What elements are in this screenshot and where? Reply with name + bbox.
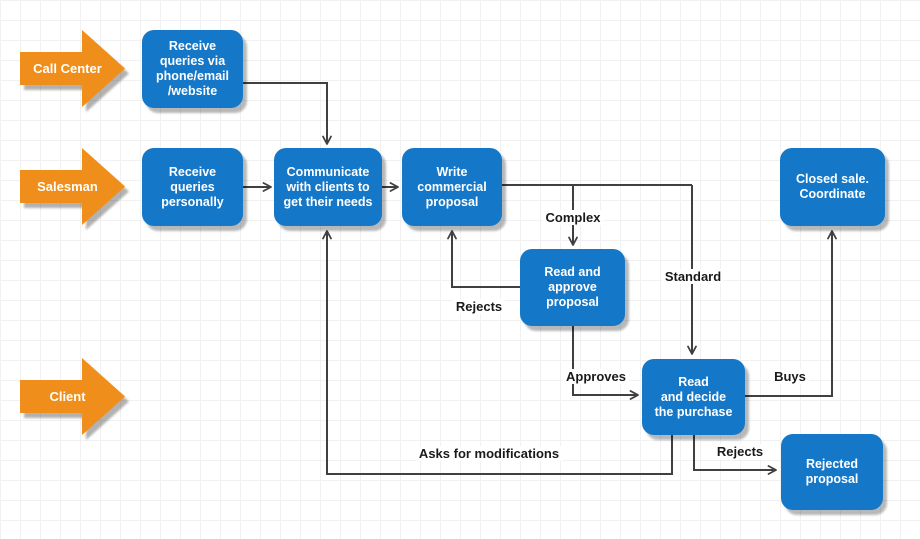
node-write-commercial-proposal: Write commercial proposal bbox=[402, 148, 502, 226]
lane-arrow-call-center: Call Center bbox=[20, 30, 125, 107]
connector-rejects-approval bbox=[447, 230, 520, 288]
orange-arrow-shape bbox=[20, 148, 125, 225]
node-communicate-with-clients: Communicate with clients to get their ne… bbox=[274, 148, 382, 226]
node-read-and-decide-purchase: Read and decide the purchase bbox=[642, 359, 745, 435]
lane-arrow-salesman: Salesman bbox=[20, 148, 125, 225]
edge-label-approves: Approves bbox=[563, 369, 629, 384]
connector-rejects-purchase bbox=[693, 435, 777, 475]
orange-arrow-shape bbox=[20, 358, 125, 435]
connector-asks-for-modifications bbox=[322, 230, 673, 475]
node-receive-queries-web: Receive queries via phone/email /website bbox=[142, 30, 243, 108]
lane-arrow-client: Client bbox=[20, 358, 125, 435]
edge-label-standard: Standard bbox=[661, 269, 725, 284]
lane-label-salesman: Salesman bbox=[37, 179, 98, 194]
edge-label-buys: Buys bbox=[771, 369, 809, 384]
connector-approves bbox=[572, 326, 639, 400]
edge-label-rejects-approval: Rejects bbox=[452, 299, 506, 314]
edge-label-rejects-purchase: Rejects bbox=[713, 444, 767, 459]
node-receive-queries-personally: Receive queries personally bbox=[142, 148, 243, 226]
orange-arrow-shape bbox=[20, 30, 125, 107]
lane-label-client: Client bbox=[49, 389, 86, 404]
node-closed-sale-coordinate: Closed sale. Coordinate bbox=[780, 148, 885, 226]
edge-label-complex: Complex bbox=[542, 210, 604, 225]
edge-label-asks-for-modifications: Asks for modifications bbox=[415, 446, 563, 461]
connector-buys bbox=[745, 230, 837, 397]
node-read-and-approve-proposal: Read and approve proposal bbox=[520, 249, 625, 326]
lane-label-call-center: Call Center bbox=[33, 61, 102, 76]
connector-web-to-communicate bbox=[243, 82, 332, 145]
node-rejected-proposal: Rejected proposal bbox=[781, 434, 883, 510]
